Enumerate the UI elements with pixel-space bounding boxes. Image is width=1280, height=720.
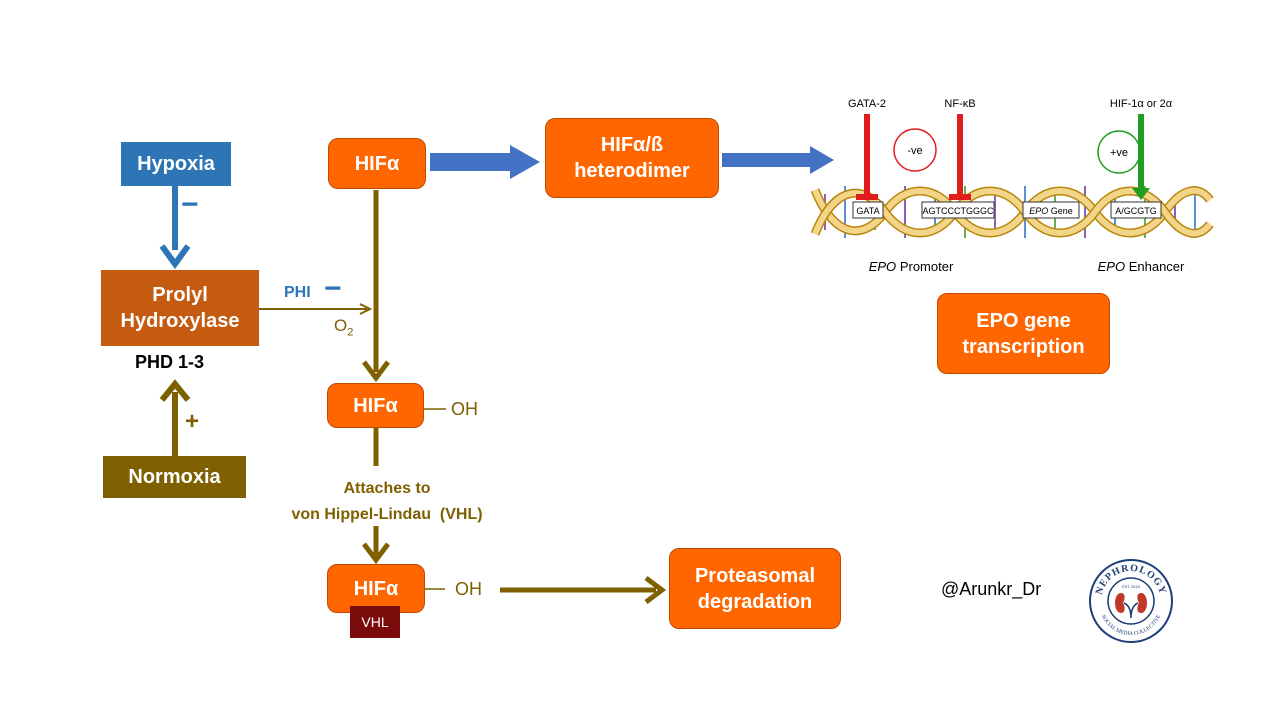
phd-to-hif-arrow [258,303,373,315]
hif-alpha-vhl-box: HIFα [327,564,425,613]
prolyl-line1: Prolyl [152,284,208,306]
negative-regulation-circle: -ve [893,128,937,172]
oxygen-subscript: 2 [347,326,354,339]
hif-to-heterodimer-arrow [430,145,540,179]
hypoxia-inhibit-sign: − [181,188,199,221]
epo-gene-text: EPO Gene [1029,206,1073,216]
gata-site-text: GATA [856,206,879,216]
nfkb-site-text: AGTCCCTGGGC [923,206,994,216]
epo-gene-segment: EPO Gene [1022,201,1080,219]
hypoxia-label: Hypoxia [137,153,215,175]
epo-gene-rest: Gene [1051,206,1073,216]
hypoxia-box: Hypoxia [121,142,231,186]
vhl-tag-label: VHL [361,613,389,630]
nfkb-factor: NF-κB [944,98,976,200]
hif-alpha-box: HIFα [328,138,426,189]
epo-gene-dna-illustration: GATA AGTCCCTGGGC EPO Gene A/GCGTG GATA-2… [810,98,1214,274]
positive-regulation-circle: +ve [1097,130,1141,174]
hif-factor: HIF-1α or 2α [1110,98,1173,200]
nfkb-label: NF-κB [944,98,975,110]
heterodimer-line2: heterodimer [574,160,690,182]
gata2-factor: GATA-2 [848,98,886,200]
logo-est: EST 2015 [1122,584,1140,589]
vhl-tag: VHL [350,606,400,638]
gata2-label: GATA-2 [848,98,886,110]
hif-factor-label: HIF-1α or 2α [1110,98,1173,110]
hif-alpha-label: HIFα [354,152,400,175]
epo-line2: transcription [962,335,1085,358]
positive-label: +ve [1110,147,1128,159]
hif-alpha-hydroxylated-label: HIFα [353,394,398,417]
promoter-italic: EPO [869,259,896,274]
oxygen-label: O2 [334,316,353,338]
prolyl-hydroxylase-box: Prolyl Hydroxylase [101,270,259,346]
heterodimer-to-dna-arrow [722,146,834,174]
promoter-rest: Promoter [900,259,954,274]
epo-transcription-box: EPO gene transcription [937,293,1110,374]
hre-site: A/GCGTG [1110,201,1162,219]
degradation-arrow [500,576,667,604]
proteasomal-degradation-box: Proteasomal degradation [669,548,841,629]
vhl-attach-note: Attaches to von Hippel-Lindau (VHL) [270,476,504,528]
gata-site: GATA [852,201,884,219]
negative-label: -ve [907,145,922,157]
hif-alpha-vhl-label: HIFα [353,577,399,600]
hydroxyl-label-1: OH [451,399,478,419]
kidney-icon [1115,593,1147,619]
oxygen-base: O [334,316,348,335]
enhancer-italic: EPO [1098,259,1125,274]
nephrology-collective-logo: NEPHROLOGY SOCIAL MEDIA COLLECTIVE EST 2… [1089,559,1173,643]
epo-gene-italic: EPO [1029,206,1048,216]
epo-line1: EPO gene [976,309,1071,332]
phd-label: PHD 1-3 [135,352,205,372]
proteasomal-line1: Proteasomal [694,564,816,587]
normoxia-label: Normoxia [128,466,221,488]
nfkb-site: AGTCCCTGGGC [921,201,995,219]
enhancer-rest: Enhancer [1129,259,1185,274]
proteasomal-line2: degradation [697,590,813,613]
vhl-binding-arrow [362,428,390,565]
heterodimer-box: HIFα/ß heterodimer [545,118,719,198]
hydroxyl-label-2: OH [455,579,482,599]
epo-enhancer-label: EPO Enhancer [1098,259,1185,274]
hre-site-text: A/GCGTG [1115,206,1157,216]
vhl-attach-line2: von Hippel-Lindau (VHL) [291,506,483,523]
normoxia-activate-sign: + [185,408,200,435]
normoxia-box: Normoxia [103,456,246,498]
prolyl-line2: Hydroxylase [120,310,240,332]
hif-alpha-hydroxylated-box: HIFα [327,383,424,428]
epo-promoter-label: EPO Promoter [869,259,954,274]
phi-label: PHI [284,284,311,301]
author-handle: @Arunkr_Dr [941,579,1042,599]
normoxia-arrow [159,379,191,456]
hypoxia-arrow [159,186,191,270]
hif-hydroxylation-arrow [362,190,390,383]
heterodimer-line1: HIFα/ß [600,134,664,156]
vhl-attach-line1: Attaches to [343,480,431,497]
phi-inhibit-sign: − [324,272,342,305]
